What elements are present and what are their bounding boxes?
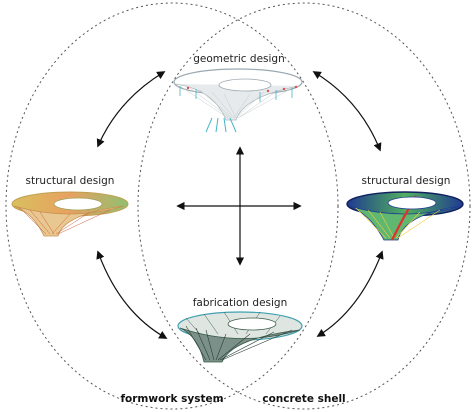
arrow-geometric-structural-left: [96, 71, 166, 148]
structural-design-left-label: structural design: [26, 175, 115, 187]
geometric-design-model: [173, 68, 303, 133]
fabrication-design-model: [177, 311, 303, 363]
central-cross-arrows: [176, 146, 302, 266]
geometric-design-label: geometric design: [193, 53, 285, 65]
structural-design-right-label: structural design: [362, 175, 451, 187]
concrete-shell-ellipse: [137, 2, 471, 410]
arrow-structural-left-fabrication: [96, 250, 168, 339]
formwork-system-ellipse: [5, 2, 339, 410]
concrete-shell-label: concrete shell: [262, 393, 345, 405]
structural-design-right-model: [346, 191, 464, 241]
arrow-structural-right-fabrication: [316, 250, 384, 337]
structural-design-left-model: [11, 191, 129, 237]
fabrication-design-label: fabrication design: [193, 297, 288, 309]
arrow-geometric-structural-right: [312, 71, 382, 152]
formwork-system-label: formwork system: [120, 393, 223, 405]
